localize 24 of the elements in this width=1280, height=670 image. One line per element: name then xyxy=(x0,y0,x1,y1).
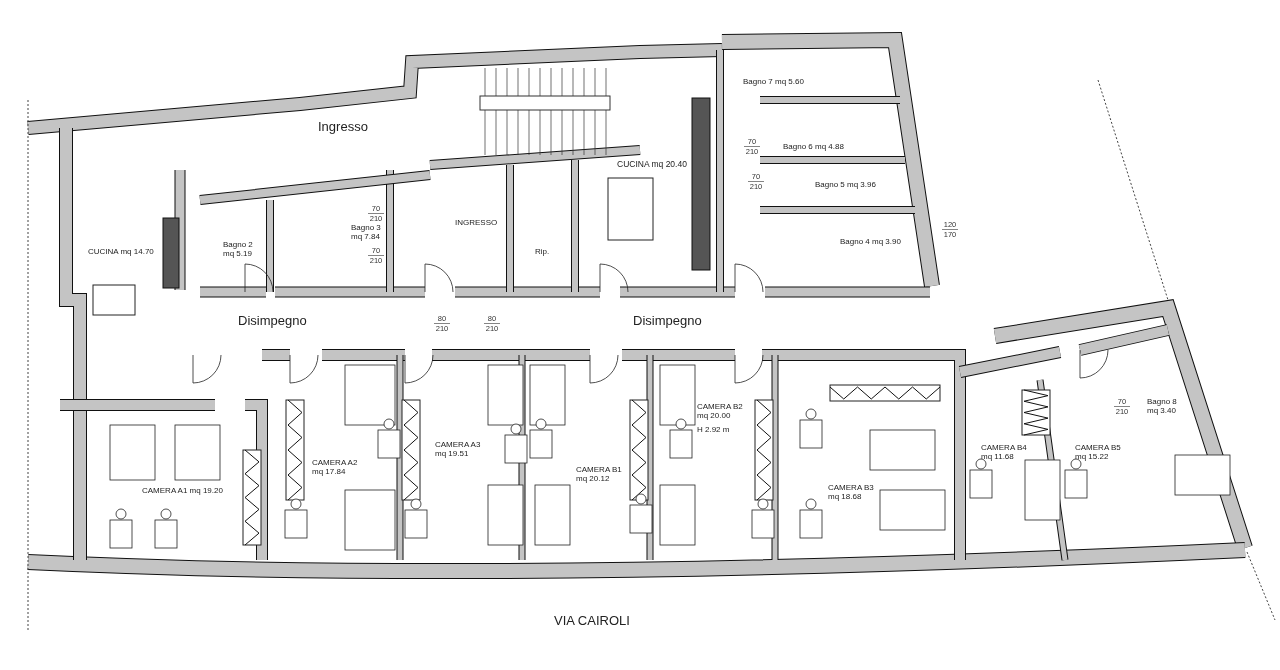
room-label: CUCINA mq 14.70 xyxy=(88,247,154,257)
room-label: CAMERA A3 mq 19.51 xyxy=(435,440,482,459)
room-label: Bagno 7 mq 5.60 xyxy=(743,77,804,87)
room-label: H 2.92 m xyxy=(697,425,730,435)
room-label: Bagno 2 mq 5.19 xyxy=(223,240,254,259)
room-label: INGRESSO xyxy=(455,218,498,228)
room-label: CAMERA B1 mq 20.12 xyxy=(576,465,623,484)
street-name: VIA CAIROLI xyxy=(554,614,630,629)
room-label: CAMERA B5 mq 15.22 xyxy=(1075,443,1122,462)
room-label: Bagno 6 mq 4.88 xyxy=(783,142,844,152)
room-label: Rip. xyxy=(535,247,550,257)
room-label: CAMERA A2 mq 17.84 xyxy=(312,458,359,477)
room-label: Bagno 4 mq 3.90 xyxy=(840,237,901,247)
room-label: CUCINA mq 20.40 xyxy=(617,160,687,170)
room-label: Bagno 5 mq 3.96 xyxy=(815,180,876,190)
room-label: Ingresso xyxy=(318,120,368,135)
corridor-label: Disimpegno xyxy=(633,314,702,329)
room-label: CAMERA B2 mq 20.00 xyxy=(697,402,744,421)
room-label: Bagno 8 mq 3.40 xyxy=(1147,397,1178,416)
room-label: CAMERA B4 mq 11.68 xyxy=(981,443,1028,462)
room-label: CAMERA B3 mq 18.68 xyxy=(828,483,875,502)
corridor-label: Disimpegno xyxy=(238,314,307,329)
room-label: CAMERA A1 mq 19.20 xyxy=(142,486,223,496)
room-label: Bagno 3 mq 7.84 xyxy=(351,223,382,242)
